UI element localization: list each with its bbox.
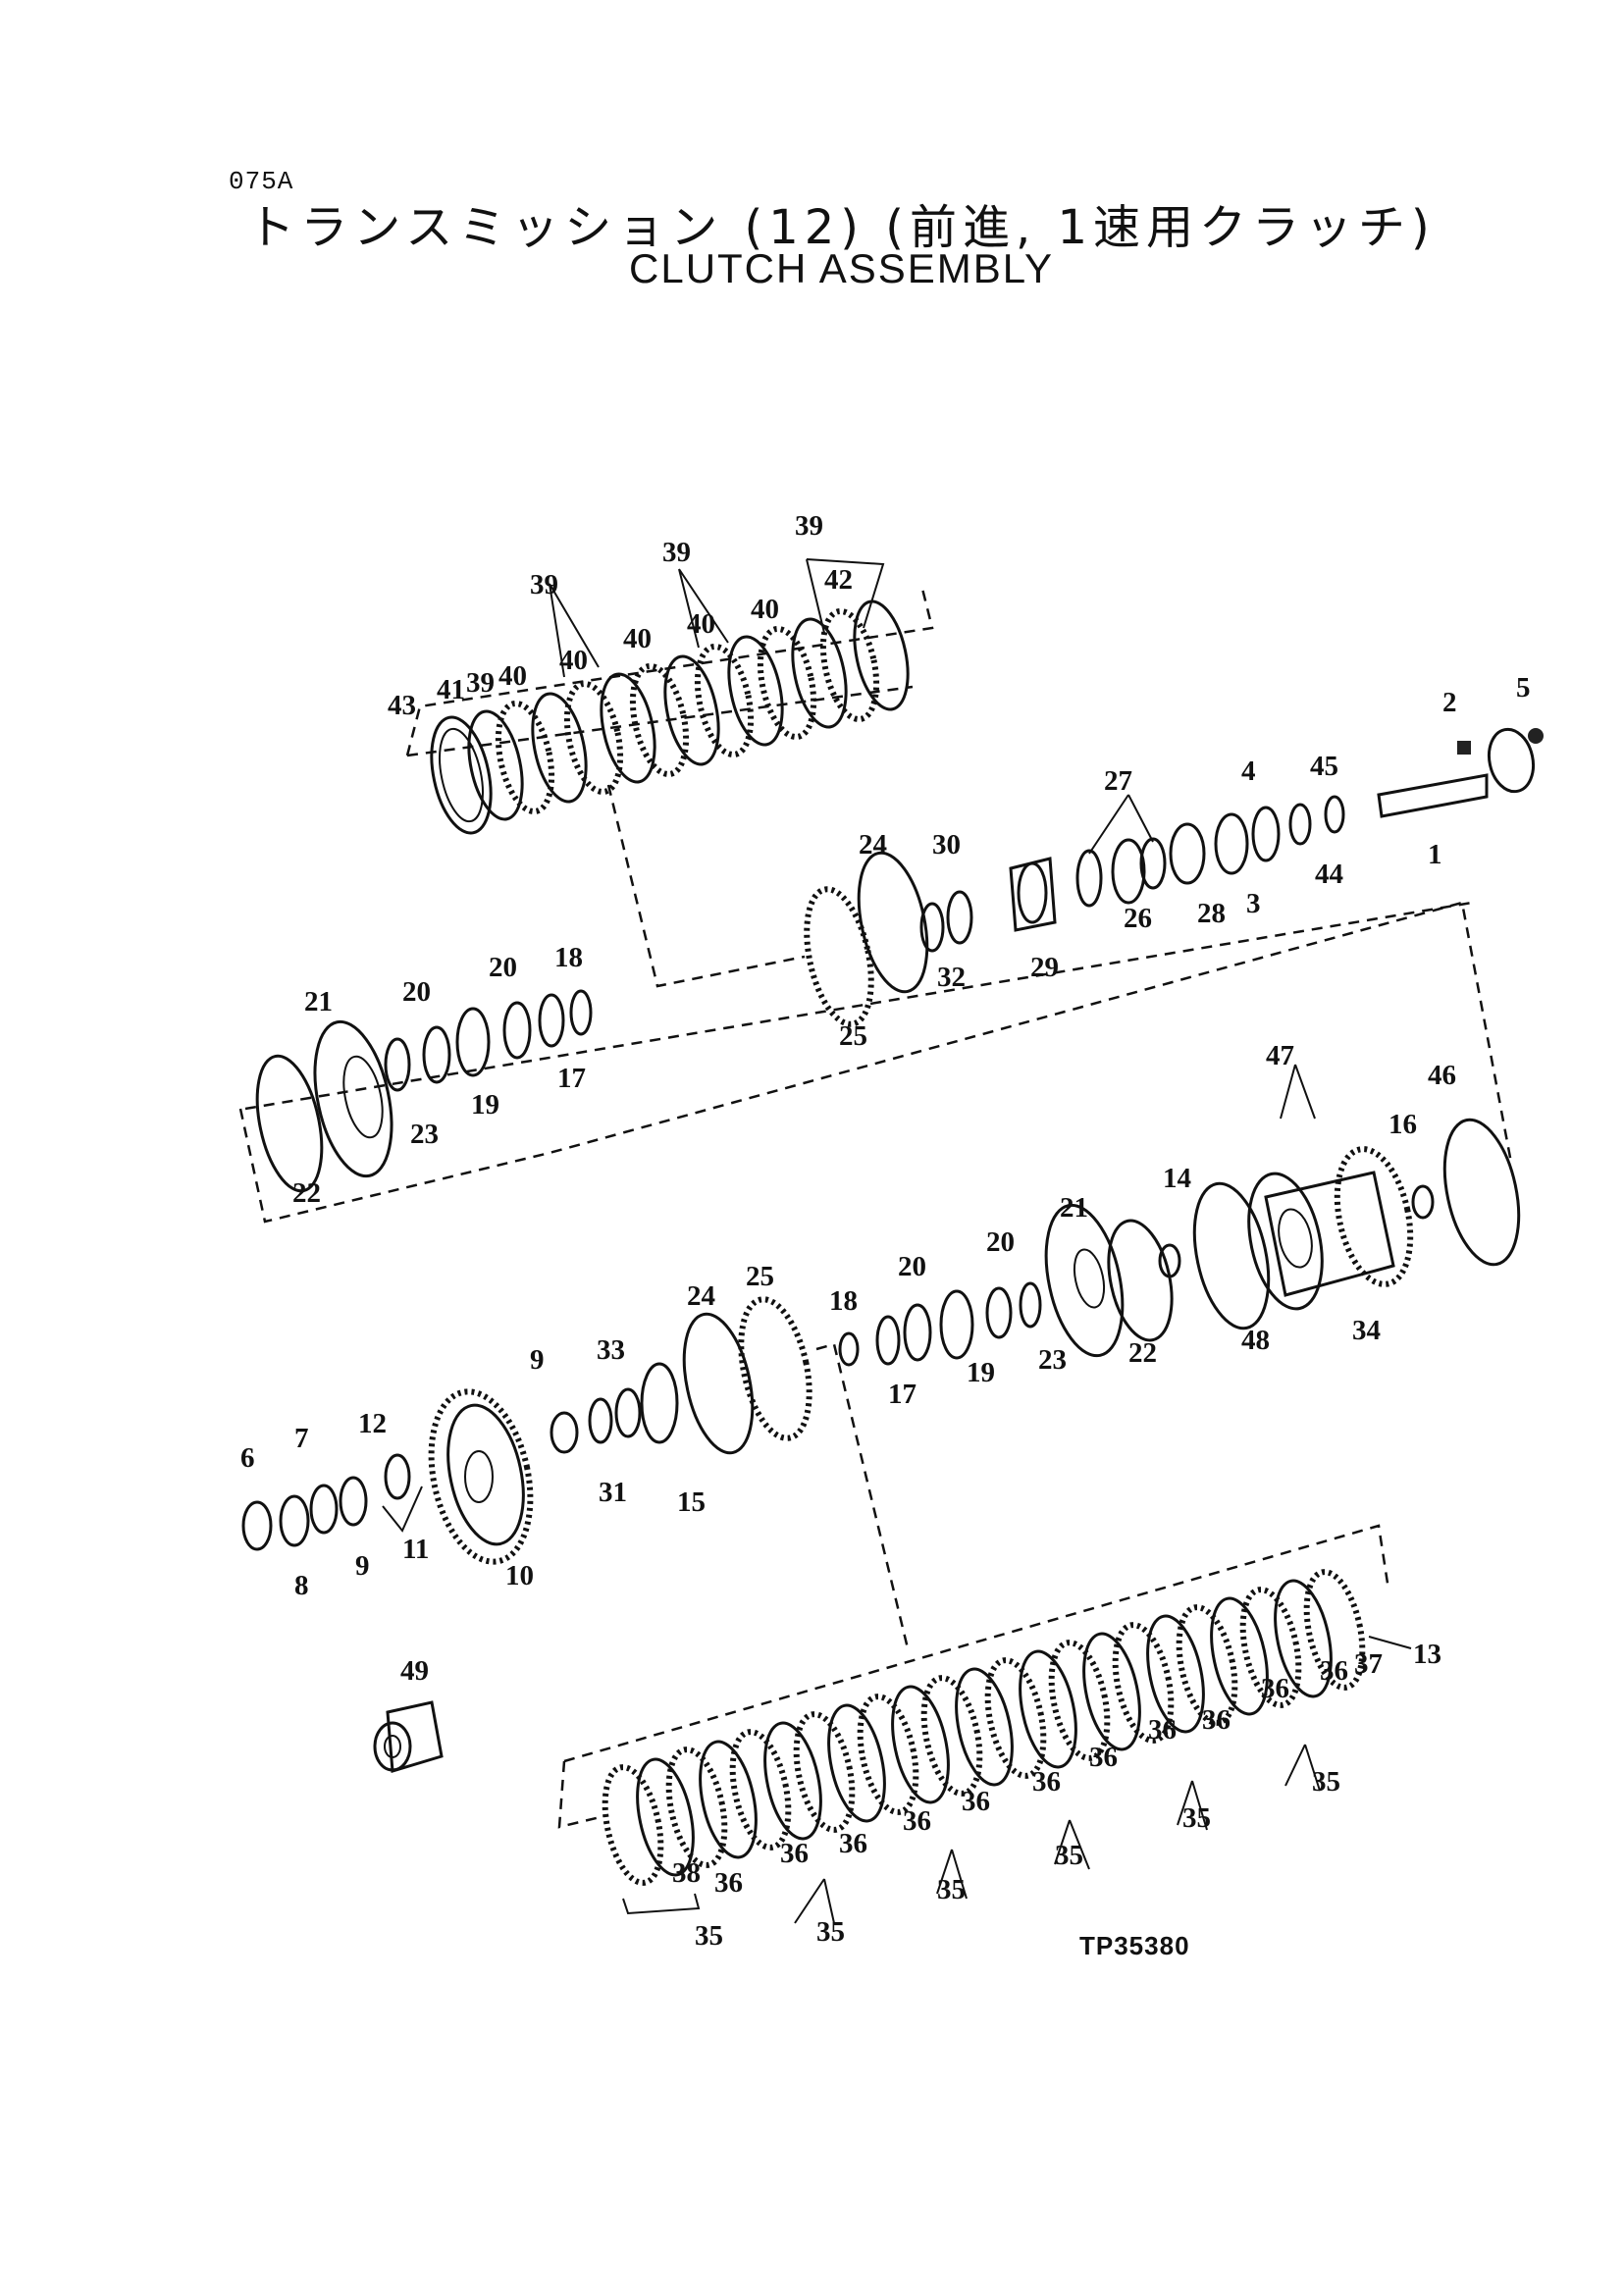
callout-2: 2 (1442, 687, 1457, 718)
callout-47: 47 (1266, 1040, 1294, 1071)
callout-20: 20 (489, 952, 517, 983)
left-small-parts: 6 7 8 9 10 11 12 (240, 1388, 534, 1601)
callout-20: 20 (898, 1251, 926, 1282)
callout-45: 45 (1310, 751, 1338, 782)
page-code: 075A (229, 167, 294, 196)
callout-35: 35 (695, 1920, 723, 1952)
callout-48: 48 (1241, 1325, 1270, 1356)
callout-36: 36 (1202, 1704, 1231, 1736)
callout-6: 6 (240, 1442, 255, 1474)
callout-38: 38 (672, 1857, 701, 1889)
callout-27: 27 (1104, 765, 1132, 797)
callout-17: 17 (888, 1379, 917, 1410)
callout-39: 39 (795, 510, 823, 542)
page-title-japanese: トランスミッション (12) (前進, 1速用クラッチ) (247, 200, 1436, 255)
callout-21: 21 (304, 986, 333, 1017)
part-49: 49 (373, 1655, 444, 1773)
callout-5: 5 (1516, 672, 1531, 704)
callout-36: 36 (962, 1786, 990, 1817)
callout-39: 39 (662, 537, 691, 568)
callout-24: 24 (687, 1280, 715, 1312)
callout-25: 25 (839, 1020, 867, 1052)
callout-49: 49 (400, 1655, 429, 1687)
callout-1: 1 (1428, 839, 1442, 870)
callout-26: 26 (1124, 903, 1152, 934)
callout-36: 36 (780, 1838, 809, 1869)
callout-37: 37 (1354, 1648, 1383, 1680)
callout-10: 10 (505, 1560, 534, 1591)
callout-18: 18 (554, 942, 583, 973)
callout-30: 30 (932, 829, 961, 860)
callout-36: 36 (1089, 1742, 1118, 1773)
callout-31: 31 (599, 1477, 627, 1508)
callout-39: 39 (530, 569, 558, 600)
callout-35: 35 (937, 1874, 966, 1905)
callout-22: 22 (1128, 1337, 1157, 1369)
callout-29: 29 (1030, 952, 1059, 983)
middle-row-group: 21 22 23 20 20 19 17 18 25 24 15 33 31 9 (530, 1192, 1174, 1518)
callout-9: 9 (530, 1344, 545, 1376)
callout-39: 39 (466, 667, 495, 699)
callout-28: 28 (1197, 898, 1226, 929)
callout-3: 3 (1246, 888, 1261, 919)
callout-36: 36 (1148, 1714, 1177, 1746)
callout-35: 35 (816, 1916, 845, 1948)
callout-36: 36 (839, 1828, 867, 1859)
callout-40: 40 (751, 594, 779, 625)
callout-44: 44 (1315, 859, 1343, 890)
callout-17: 17 (557, 1063, 586, 1094)
callout-8: 8 (294, 1570, 309, 1601)
callout-4: 4 (1241, 756, 1256, 787)
callout-15: 15 (677, 1486, 706, 1518)
callout-14: 14 (1163, 1163, 1191, 1194)
callout-19: 19 (471, 1089, 499, 1121)
callout-40: 40 (623, 623, 652, 654)
callout-32: 32 (937, 962, 966, 993)
callout-23: 23 (410, 1119, 439, 1150)
callout-21: 21 (1060, 1192, 1088, 1224)
figure-code: TP35380 (1079, 1931, 1190, 1960)
shaft-assembly: 1 2 3 4 5 26 27 28 29 30 32 24 25 44 45 (804, 672, 1544, 1052)
callout-12: 12 (358, 1408, 387, 1439)
callout-40: 40 (498, 660, 527, 692)
callout-19: 19 (967, 1357, 995, 1388)
callout-20: 20 (986, 1226, 1015, 1258)
callout-42: 42 (824, 564, 853, 596)
callout-13: 13 (1413, 1639, 1441, 1670)
callout-11: 11 (402, 1534, 429, 1565)
callout-43: 43 (388, 690, 416, 721)
callout-35: 35 (1055, 1840, 1083, 1871)
callout-36: 36 (1320, 1655, 1348, 1687)
callout-33: 33 (597, 1334, 625, 1366)
callout-35: 35 (1182, 1802, 1211, 1834)
callout-41: 41 (437, 674, 465, 705)
callout-40: 40 (687, 608, 715, 640)
callout-35: 35 (1312, 1766, 1340, 1798)
lower-disc-pack: 35 35 35 35 35 35 36 36 36 36 36 36 36 3… (557, 1524, 1441, 1952)
callout-23: 23 (1038, 1344, 1067, 1376)
page-title-english: CLUTCH ASSEMBLY (629, 245, 1054, 291)
callout-36: 36 (903, 1805, 931, 1837)
callout-9: 9 (355, 1550, 370, 1582)
callout-25: 25 (746, 1261, 774, 1292)
callout-34: 34 (1352, 1315, 1381, 1346)
callout-20: 20 (402, 976, 431, 1008)
callout-24: 24 (859, 829, 887, 860)
callout-22: 22 (292, 1177, 321, 1209)
callout-18: 18 (829, 1285, 858, 1317)
callout-36: 36 (714, 1867, 743, 1899)
middle-left-group: 21 22 23 20 20 19 17 18 (238, 901, 1513, 1224)
callout-40: 40 (559, 645, 588, 676)
callout-16: 16 (1388, 1109, 1417, 1140)
upper-disc-pack: 43 41 39 40 39 40 40 39 40 40 39 42 (388, 510, 934, 835)
callout-46: 46 (1428, 1060, 1456, 1091)
clutch-drum-group: 34 46 47 16 48 14 (1158, 1040, 1521, 1356)
callout-7: 7 (294, 1423, 309, 1454)
callout-36: 36 (1261, 1673, 1289, 1704)
callout-36: 36 (1032, 1766, 1061, 1798)
